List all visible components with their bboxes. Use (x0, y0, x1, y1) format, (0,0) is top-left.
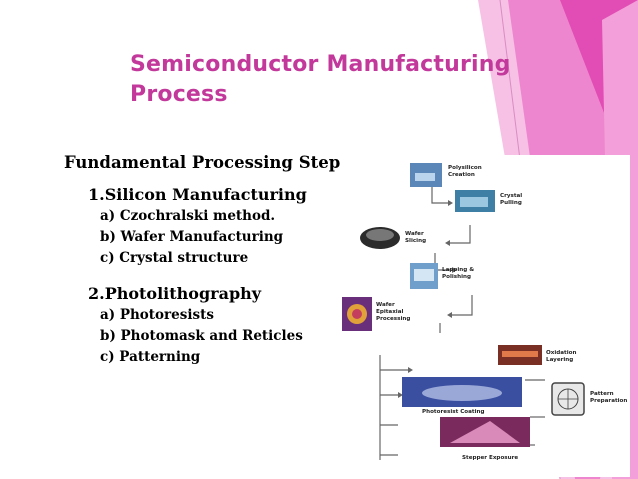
step-label-epitaxial-line1: Wafer (376, 302, 395, 308)
list-item: a) Photoresists (100, 307, 214, 323)
step-label-polysilicon-line1: Polysilicon (448, 165, 482, 171)
step-label-slicing-line2: Slicing (405, 238, 426, 244)
step-label-epitaxial-line3: Processing (376, 316, 410, 322)
step-label-lapping-line1: Lapping & (442, 267, 474, 273)
section-silicon-manufacturing: 1.Silicon Manufacturing (88, 185, 307, 204)
process-flow-diagram: Polysilicon Creation Crystal Pulling Waf… (340, 155, 630, 477)
slide-title: Semiconductor Manufacturing Process (130, 52, 511, 107)
step-label-polysilicon-line2: Creation (448, 172, 475, 178)
step-label-epitaxial-line2: Epitaxial (376, 309, 403, 315)
step-label-oxidation-line2: Layering (546, 357, 573, 363)
content-body: Fundamental Processing Steps 1.Silicon M… (64, 152, 364, 368)
section-photolithography: 2.Photolithography (88, 284, 262, 303)
step-label-crystal-line1: Crystal (500, 193, 522, 199)
step-label-slicing-line1: Wafer (405, 231, 424, 237)
list-item: c) Patterning (100, 349, 201, 365)
list-item: c) Crystal structure (100, 250, 249, 266)
step-label-pattern-line1: Pattern (590, 391, 614, 397)
step-label-oxidation-line1: Oxidation (546, 350, 576, 356)
step-label-crystal-line2: Pulling (500, 200, 522, 206)
flow-arrowheads (398, 200, 457, 398)
list-item: b) Photomask and Reticles (100, 328, 303, 344)
step-label-stepper: Stepper Exposure (462, 455, 518, 461)
step-label-photoresist: Photoresist Coating (422, 409, 485, 415)
list-item: a) Czochralski method. (100, 208, 276, 224)
steps-heading: Fundamental Processing Steps (64, 153, 350, 172)
step-label-pattern-line2: Preparation (590, 398, 627, 404)
step-label-lapping-line2: Polishing (442, 274, 471, 280)
list-item: b) Wafer Manufacturing (100, 229, 284, 245)
